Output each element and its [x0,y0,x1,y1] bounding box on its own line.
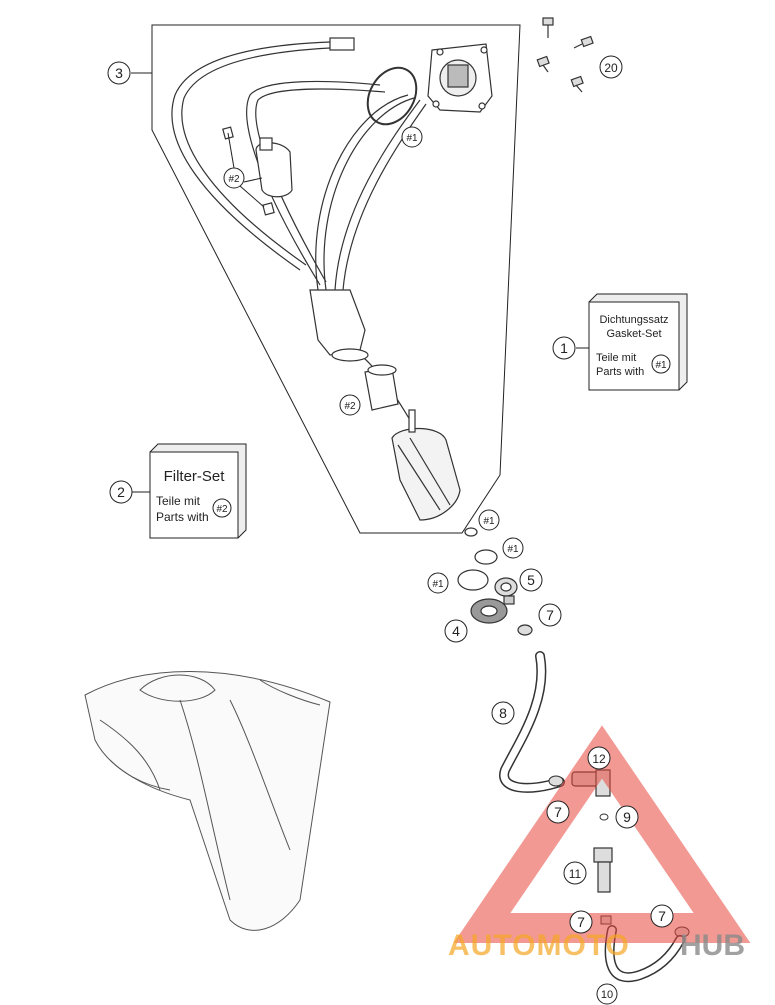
callout-7-d: 7 [658,908,666,924]
callout-7-a: 7 [546,607,554,623]
watermark-text-automoto: AUTOMOTO [448,929,630,962]
callout-7-b: 7 [554,804,562,820]
filter-set-ref: #2 [216,504,228,515]
ref-markers: #1 #2 #2 #1 #1 #1 [223,126,524,594]
pump-flange [427,43,493,113]
seal-rings [457,527,498,591]
fitting-5 [494,577,518,605]
ref-2-filter-mid: #2 [344,401,356,412]
filter-small-parts [222,126,293,216]
tank-flange-gasket [366,66,418,126]
filter-set-title: Filter-Set [164,468,226,485]
gasket-set-line1: Teile mit [596,352,636,364]
callout-11: 11 [569,867,582,881]
pump-hoses [171,41,427,421]
fuel-pump-module [309,289,461,521]
ref-1-ring-b: #1 [507,544,519,555]
wiring-connector [329,37,355,51]
callout-5: 5 [527,572,535,588]
callout-2: 2 [117,484,125,500]
ref-2-filter-top: #2 [228,174,240,185]
gasket-set-title-de: Dichtungssatz [599,314,668,326]
filter-set-box: Filter-Set Teile mit Parts with #2 [149,443,247,539]
watermark-logo [453,725,751,943]
oring-9 [599,813,609,821]
screws-20 [536,17,594,93]
callouts: 3 20 1 2 5 4 7 8 12 7 9 11 7 7 10 [107,55,674,1005]
ref-1-ring-c: #1 [432,579,444,590]
watermark-text-hub: HUB [680,929,745,962]
filter-set-line1: Teile mit [156,494,201,508]
fuel-tank [84,671,331,931]
ref-1-ring-a: #1 [483,516,495,527]
gasket-set-line2: Parts with [596,366,644,378]
connector-11 [593,847,613,893]
gasket-set-ref: #1 [655,360,667,371]
clamp-7-b [548,775,564,787]
callout-3: 3 [115,65,123,81]
callout-1: 1 [560,340,568,356]
nut-4 [470,598,508,624]
callout-7-c: 7 [577,914,585,930]
callout-9: 9 [623,809,631,825]
pump-assembly-frame [151,24,521,534]
gasket-set-box: Dichtungssatz Gasket-Set Teile mit Parts… [588,293,688,391]
callout-20: 20 [604,61,618,75]
gasket-set-title-en: Gasket-Set [606,328,661,340]
callout-8: 8 [499,705,507,721]
ref-1-flange: #1 [406,133,418,144]
filter-set-line2: Parts with [156,510,209,524]
clamp-7 [517,624,533,636]
callout-10: 10 [601,989,613,1001]
callout-12: 12 [592,752,606,766]
callout-4: 4 [452,623,460,639]
